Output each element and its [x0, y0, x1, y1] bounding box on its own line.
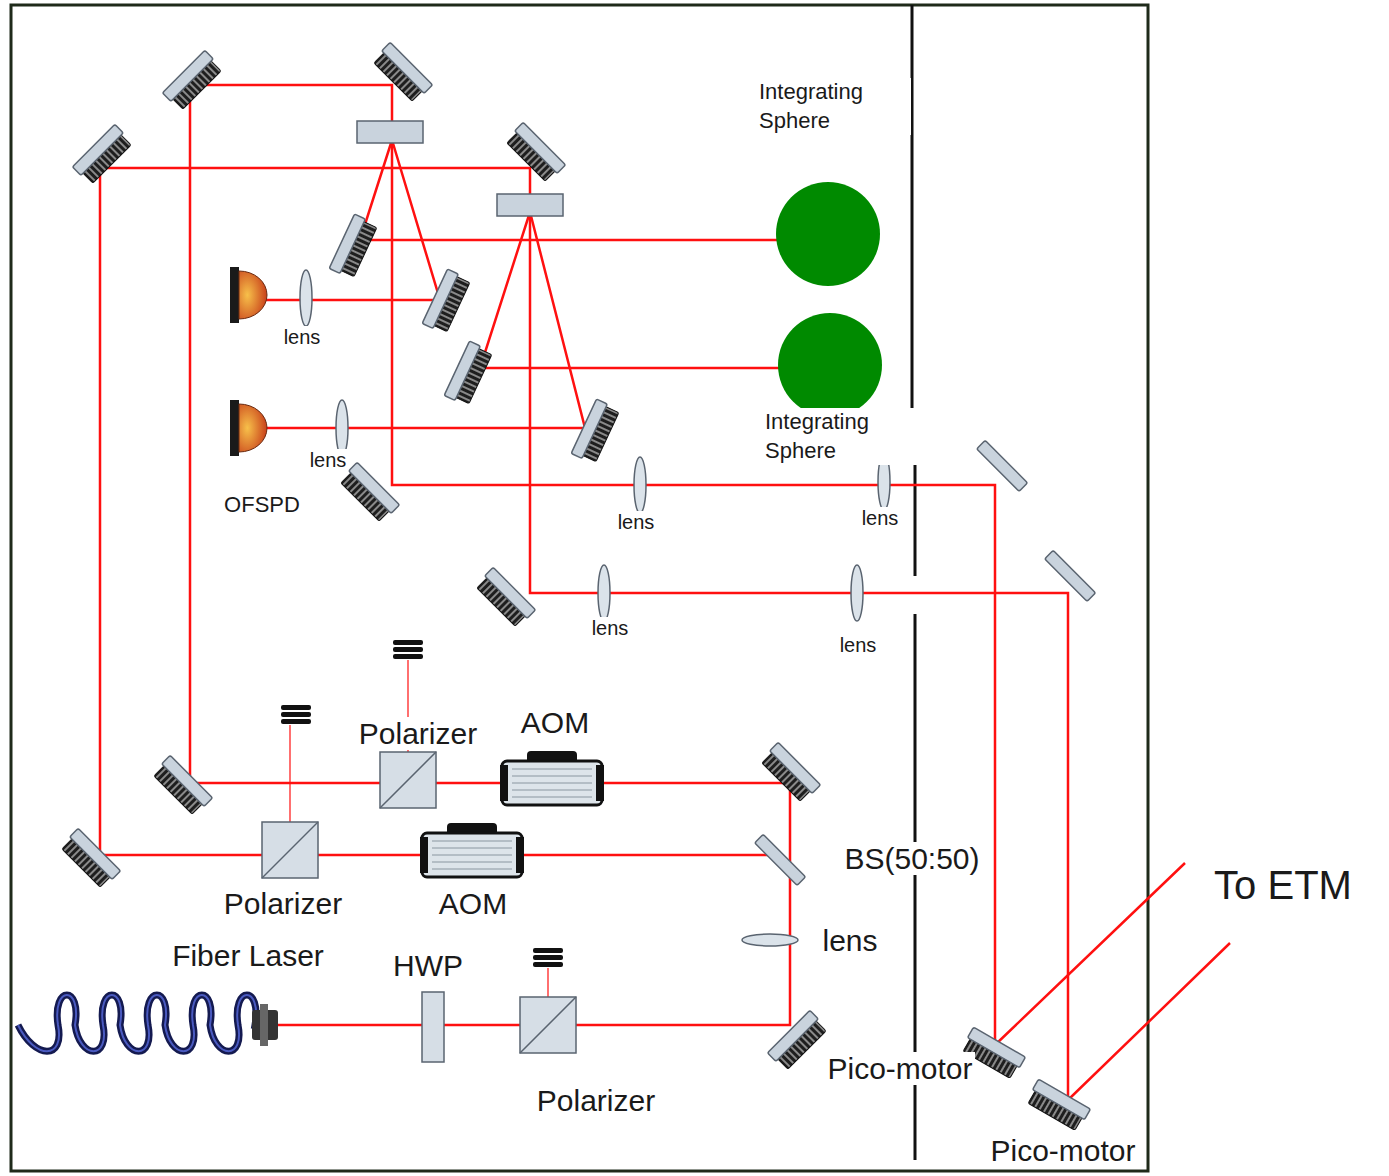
- component-label: AOM: [519, 706, 591, 739]
- fiber-collimator: [252, 1004, 278, 1046]
- beam-dump: [533, 948, 563, 967]
- mirror: [444, 341, 493, 406]
- component-label: Pico-motor: [988, 1134, 1137, 1167]
- beam-dump: [393, 640, 423, 659]
- component-label: Polarizer: [357, 717, 479, 750]
- component-label: Polarizer: [222, 887, 344, 920]
- component-label: lens: [616, 511, 657, 533]
- mirror: [152, 755, 213, 816]
- mirror: [977, 440, 1028, 491]
- lens-element: [336, 400, 348, 456]
- pickoff-plate: [497, 194, 563, 216]
- component-label: lens: [282, 326, 323, 348]
- sphere-shape: [775, 181, 881, 287]
- lens-element: [634, 457, 646, 513]
- component-label: HWP: [391, 949, 465, 982]
- mirror: [372, 42, 433, 103]
- mirror: [329, 214, 378, 279]
- component-label: lens: [590, 617, 631, 639]
- lens-element: [300, 270, 312, 326]
- component-label: BS(50:50): [842, 842, 981, 875]
- mirror: [1026, 1079, 1091, 1132]
- component-label: To ETM: [1212, 863, 1354, 907]
- lens-element: [742, 934, 798, 946]
- enclosure-wall: [912, 5, 915, 1160]
- aom: [500, 751, 604, 805]
- component-label: Polarizer: [535, 1084, 657, 1117]
- optical-fiber: [18, 995, 265, 1051]
- component-label: Fiber Laser: [170, 939, 326, 972]
- aom: [420, 823, 524, 877]
- rejected-beam: [290, 660, 548, 1020]
- mirror: [60, 828, 121, 889]
- integrating-sphere: Integrating Sphere: [777, 312, 883, 418]
- component-label: lens: [860, 507, 901, 529]
- polarizer-cube: [262, 822, 318, 878]
- optical-fiber-highlight: [18, 995, 265, 1051]
- polarizer-cube: [520, 997, 576, 1053]
- component-label: lens: [820, 924, 879, 957]
- sphere-label: Integrating Sphere: [757, 78, 911, 135]
- polarizer-cube: [380, 752, 436, 808]
- mirror: [475, 567, 536, 628]
- pickoff-plate: [357, 121, 423, 143]
- photodiode: [230, 400, 267, 456]
- lens-element: [851, 565, 863, 621]
- sphere-label: Integrating Sphere: [763, 408, 917, 465]
- mirror: [505, 122, 566, 183]
- mirror: [767, 1010, 828, 1071]
- component-label: AOM: [437, 887, 509, 920]
- sphere-shape: [777, 312, 883, 418]
- component-label: lens: [838, 634, 879, 656]
- component-label: lens: [308, 449, 349, 471]
- lens-element: [598, 565, 610, 621]
- component-label: Pico-motor: [825, 1052, 974, 1085]
- mirror: [339, 462, 400, 523]
- mirror: [72, 124, 133, 185]
- integrating-sphere: Integrating Sphere: [775, 181, 881, 287]
- mirror: [1045, 550, 1096, 601]
- beam-dump: [281, 705, 311, 724]
- half-wave-plate: [422, 992, 444, 1062]
- laser-beam: [100, 85, 1230, 1100]
- photodiode: [230, 267, 267, 323]
- mirror: [760, 742, 821, 803]
- mirror: [755, 834, 806, 885]
- mirror: [422, 269, 471, 334]
- component-label: OFSPD: [222, 493, 302, 517]
- mirror: [162, 50, 223, 111]
- table-frame: [11, 5, 1148, 1171]
- mirror: [571, 399, 620, 464]
